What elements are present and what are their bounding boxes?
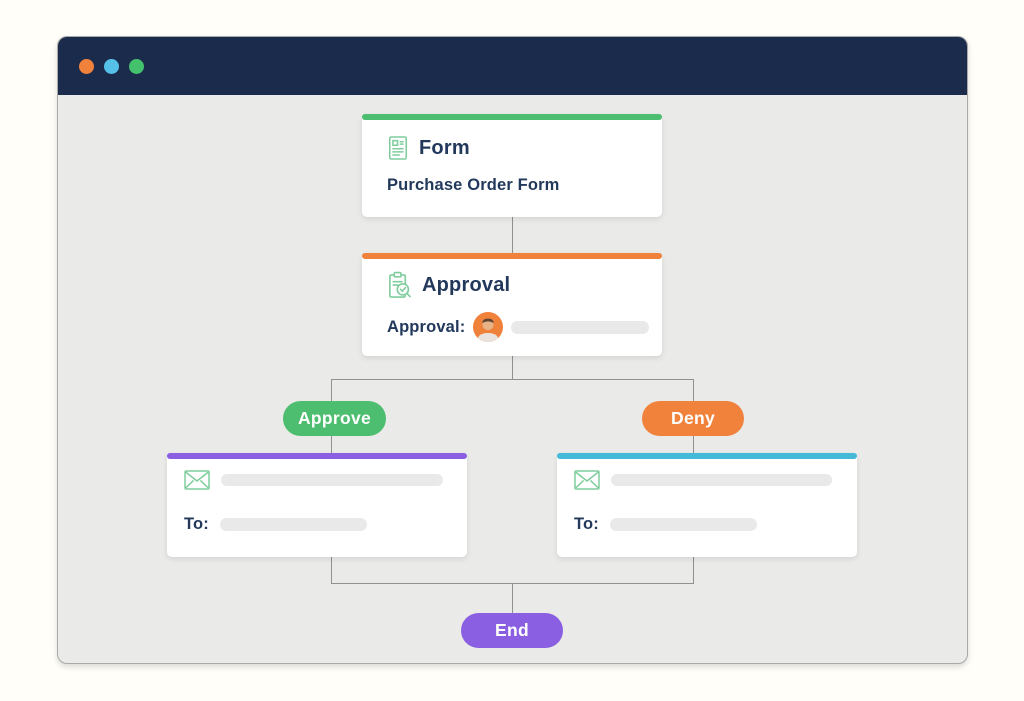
subject-placeholder-bar [611, 474, 832, 486]
approve-branch-pill[interactable]: Approve [283, 401, 386, 436]
approve-branch-label: Approve [297, 408, 372, 428]
subject-placeholder-bar [221, 474, 443, 486]
clipboard-search-check-icon [387, 271, 412, 300]
to-placeholder-bar [219, 518, 367, 531]
window-control-dot-green[interactable] [129, 58, 144, 74]
email-deny-accent-bar [557, 453, 857, 459]
connector-left-card-to-merge [331, 557, 332, 583]
workflow-canvas: Form Purchase Order Form [58, 95, 967, 663]
connector-branch-horizontal [331, 379, 694, 380]
form-node-title: Form [419, 136, 470, 159]
connector-right-card-to-merge [693, 557, 694, 583]
envelope-icon [184, 470, 210, 490]
assignee-avatar [473, 312, 504, 342]
approval-accent-bar [362, 253, 662, 259]
email-node-card-approve[interactable]: To: [167, 453, 467, 557]
end-node-label: End [495, 620, 529, 640]
email-approve-accent-bar [167, 453, 467, 459]
approval-node-title: Approval [422, 274, 511, 296]
to-field-label: To: [574, 515, 599, 533]
envelope-icon [574, 470, 600, 490]
connector-merge-to-end [512, 583, 513, 613]
connector-approval-to-branch [512, 356, 513, 379]
assignee-placeholder-bar [511, 320, 650, 334]
connector-form-to-approval [512, 217, 513, 253]
document-icon [387, 135, 409, 161]
to-placeholder-bar [609, 518, 757, 531]
form-node-card[interactable]: Form Purchase Order Form [362, 114, 662, 217]
to-field-label: To: [184, 515, 209, 533]
window-titlebar [58, 37, 967, 95]
deny-branch-pill[interactable]: Deny [642, 401, 744, 436]
form-accent-bar [362, 114, 662, 120]
browser-window-frame: Form Purchase Order Form [57, 36, 968, 664]
deny-branch-label: Deny [671, 408, 715, 428]
approval-field-label: Approval: [387, 317, 466, 336]
window-control-dot-orange[interactable] [79, 58, 94, 74]
end-node-pill[interactable]: End [461, 613, 563, 648]
email-node-card-deny[interactable]: To: [557, 453, 857, 557]
approval-node-card[interactable]: Approval Approval: [362, 253, 662, 356]
form-node-subtitle: Purchase Order Form [387, 176, 560, 194]
window-control-dot-blue[interactable] [104, 58, 119, 74]
